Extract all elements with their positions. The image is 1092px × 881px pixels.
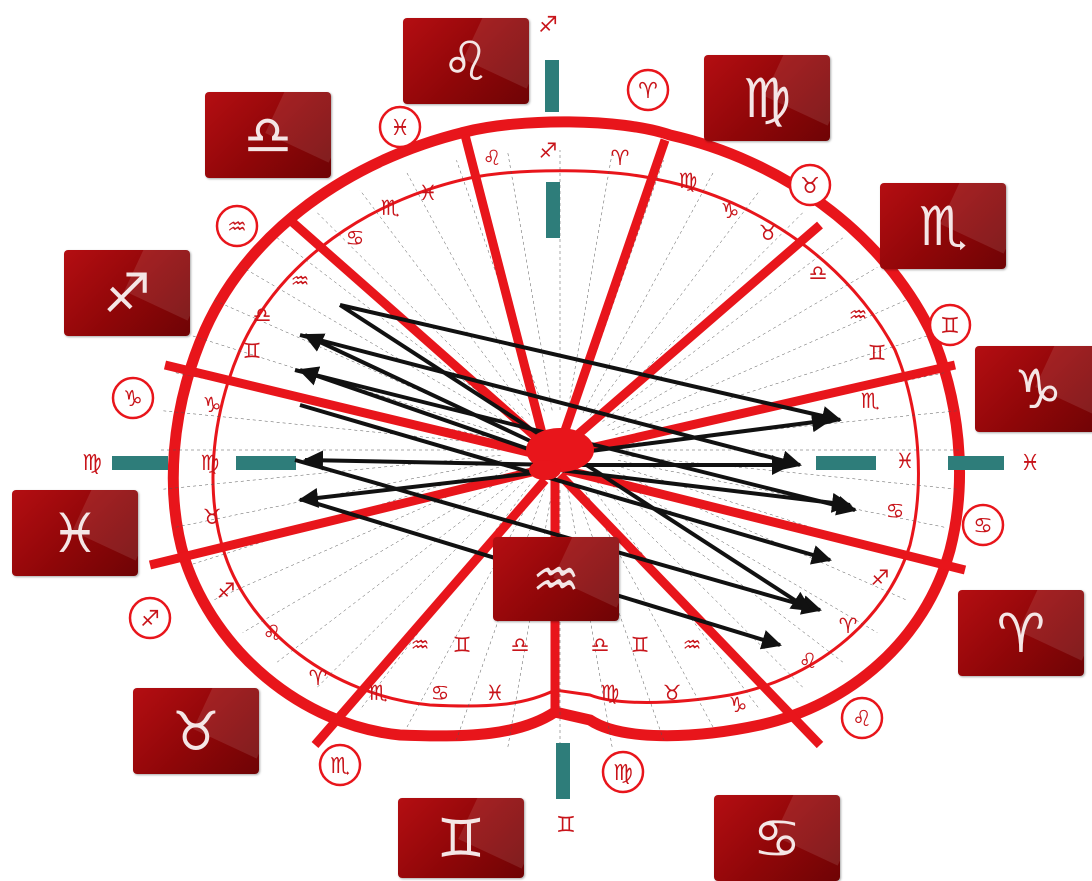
inner-symbol: ♓: [419, 181, 438, 205]
virgo-tile: ♍: [704, 55, 830, 141]
leo-tile: ♌: [403, 18, 529, 104]
inner-symbol: ♒: [291, 269, 310, 293]
center-dot: [529, 460, 561, 480]
inner-symbol: ♐: [217, 579, 236, 603]
axis-label-left: ♍: [82, 451, 102, 476]
inner-symbol: ♏: [381, 196, 400, 220]
inner-symbol: ♍: [601, 681, 620, 705]
inner-symbol: ♓: [896, 449, 915, 473]
circled-symbol: ♑: [123, 387, 143, 412]
inner-symbol: ♑: [721, 199, 740, 223]
virgo-icon: ♍: [704, 55, 830, 141]
axis-marker: [948, 456, 1004, 470]
inner-symbol: ♏: [369, 681, 388, 705]
circled-symbol: ♈: [638, 79, 658, 104]
capricorn-icon: ♑: [975, 346, 1092, 432]
axis-label-top: ♐: [538, 13, 558, 38]
inner-symbol: ♒: [411, 633, 430, 657]
inner-symbol: ♈: [611, 146, 630, 170]
aquarius-icon: ♒: [493, 537, 619, 621]
gemini-icon: ♊: [398, 798, 524, 878]
inner-symbol: ♍: [201, 451, 220, 475]
circled-symbol: ♉: [800, 174, 820, 199]
inner-symbol: ♎: [511, 633, 530, 657]
axis-marker: [546, 182, 560, 238]
inner-symbol: ♍: [679, 169, 698, 193]
axis-marker: [545, 60, 559, 112]
axis-marker: [816, 456, 876, 470]
inner-symbol: ♈: [309, 666, 328, 690]
inner-symbol: ♊: [243, 339, 262, 363]
inner-symbol: ♑: [203, 393, 222, 417]
scorpio-icon: ♏: [880, 183, 1006, 269]
inner-symbol: ♑: [729, 693, 748, 717]
inner-symbol: ♋: [346, 226, 365, 250]
inner-symbol: ♉: [759, 221, 778, 245]
circled-symbol: ♐: [140, 607, 160, 632]
cancer-tile: ♋: [714, 795, 840, 881]
inner-symbol: ♒: [849, 303, 868, 327]
sagittarius-tile: ♐: [64, 250, 190, 336]
inner-symbol: ♊: [453, 633, 472, 657]
scorpio-tile: ♏: [880, 183, 1006, 269]
inner-symbol: ♏: [861, 389, 880, 413]
leo-icon: ♌: [403, 18, 529, 104]
inner-symbol: ♒: [683, 633, 702, 657]
inner-symbol: ♎: [253, 303, 272, 327]
circled-symbol: ♍: [613, 761, 633, 786]
axis-marker: [556, 743, 570, 799]
libra-tile: ♎: [205, 92, 331, 178]
inner-symbol: ♎: [591, 633, 610, 657]
inner-symbol: ♋: [886, 499, 905, 523]
circled-symbol: ♊: [940, 314, 960, 339]
capricorn-tile: ♑: [975, 346, 1092, 432]
inner-symbol: ♈: [839, 614, 858, 638]
axis-label-bottom: ♊: [556, 813, 576, 838]
aries-icon: ♈: [958, 590, 1084, 676]
circled-symbol: ♋: [973, 514, 993, 539]
taurus-tile: ♉: [133, 688, 259, 774]
axis-marker: [236, 456, 296, 470]
taurus-icon: ♉: [133, 688, 259, 774]
inner-symbol: ♉: [663, 681, 682, 705]
axis-label-right: ♓: [1020, 451, 1040, 476]
sagittarius-icon: ♐: [64, 250, 190, 336]
inner-symbol: ♓: [486, 681, 505, 705]
pisces-icon: ♓: [12, 490, 138, 576]
inner-symbol: ♌: [483, 146, 502, 170]
pisces-tile: ♓: [12, 490, 138, 576]
gemini-tile: ♊: [398, 798, 524, 878]
circled-symbol: ♌: [852, 707, 872, 732]
inner-symbol: ♎: [809, 261, 828, 285]
circled-symbol: ♒: [227, 215, 247, 240]
aries-tile: ♈: [958, 590, 1084, 676]
inner-symbol: ♐: [871, 566, 890, 590]
inner-symbol: ♐: [539, 139, 558, 163]
inner-symbol: ♌: [263, 621, 282, 645]
libra-icon: ♎: [205, 92, 331, 178]
inner-symbol: ♊: [868, 341, 887, 365]
inner-symbol: ♋: [431, 681, 450, 705]
cancer-icon: ♋: [714, 795, 840, 881]
aquarius-tile: ♒: [493, 537, 619, 621]
circled-symbol: ♏: [330, 754, 350, 779]
circled-symbol: ♓: [390, 116, 410, 141]
inner-symbol: ♌: [799, 649, 818, 673]
axis-marker: [112, 456, 168, 470]
inner-symbol: ♊: [631, 633, 650, 657]
inner-symbol: ♉: [203, 505, 222, 529]
